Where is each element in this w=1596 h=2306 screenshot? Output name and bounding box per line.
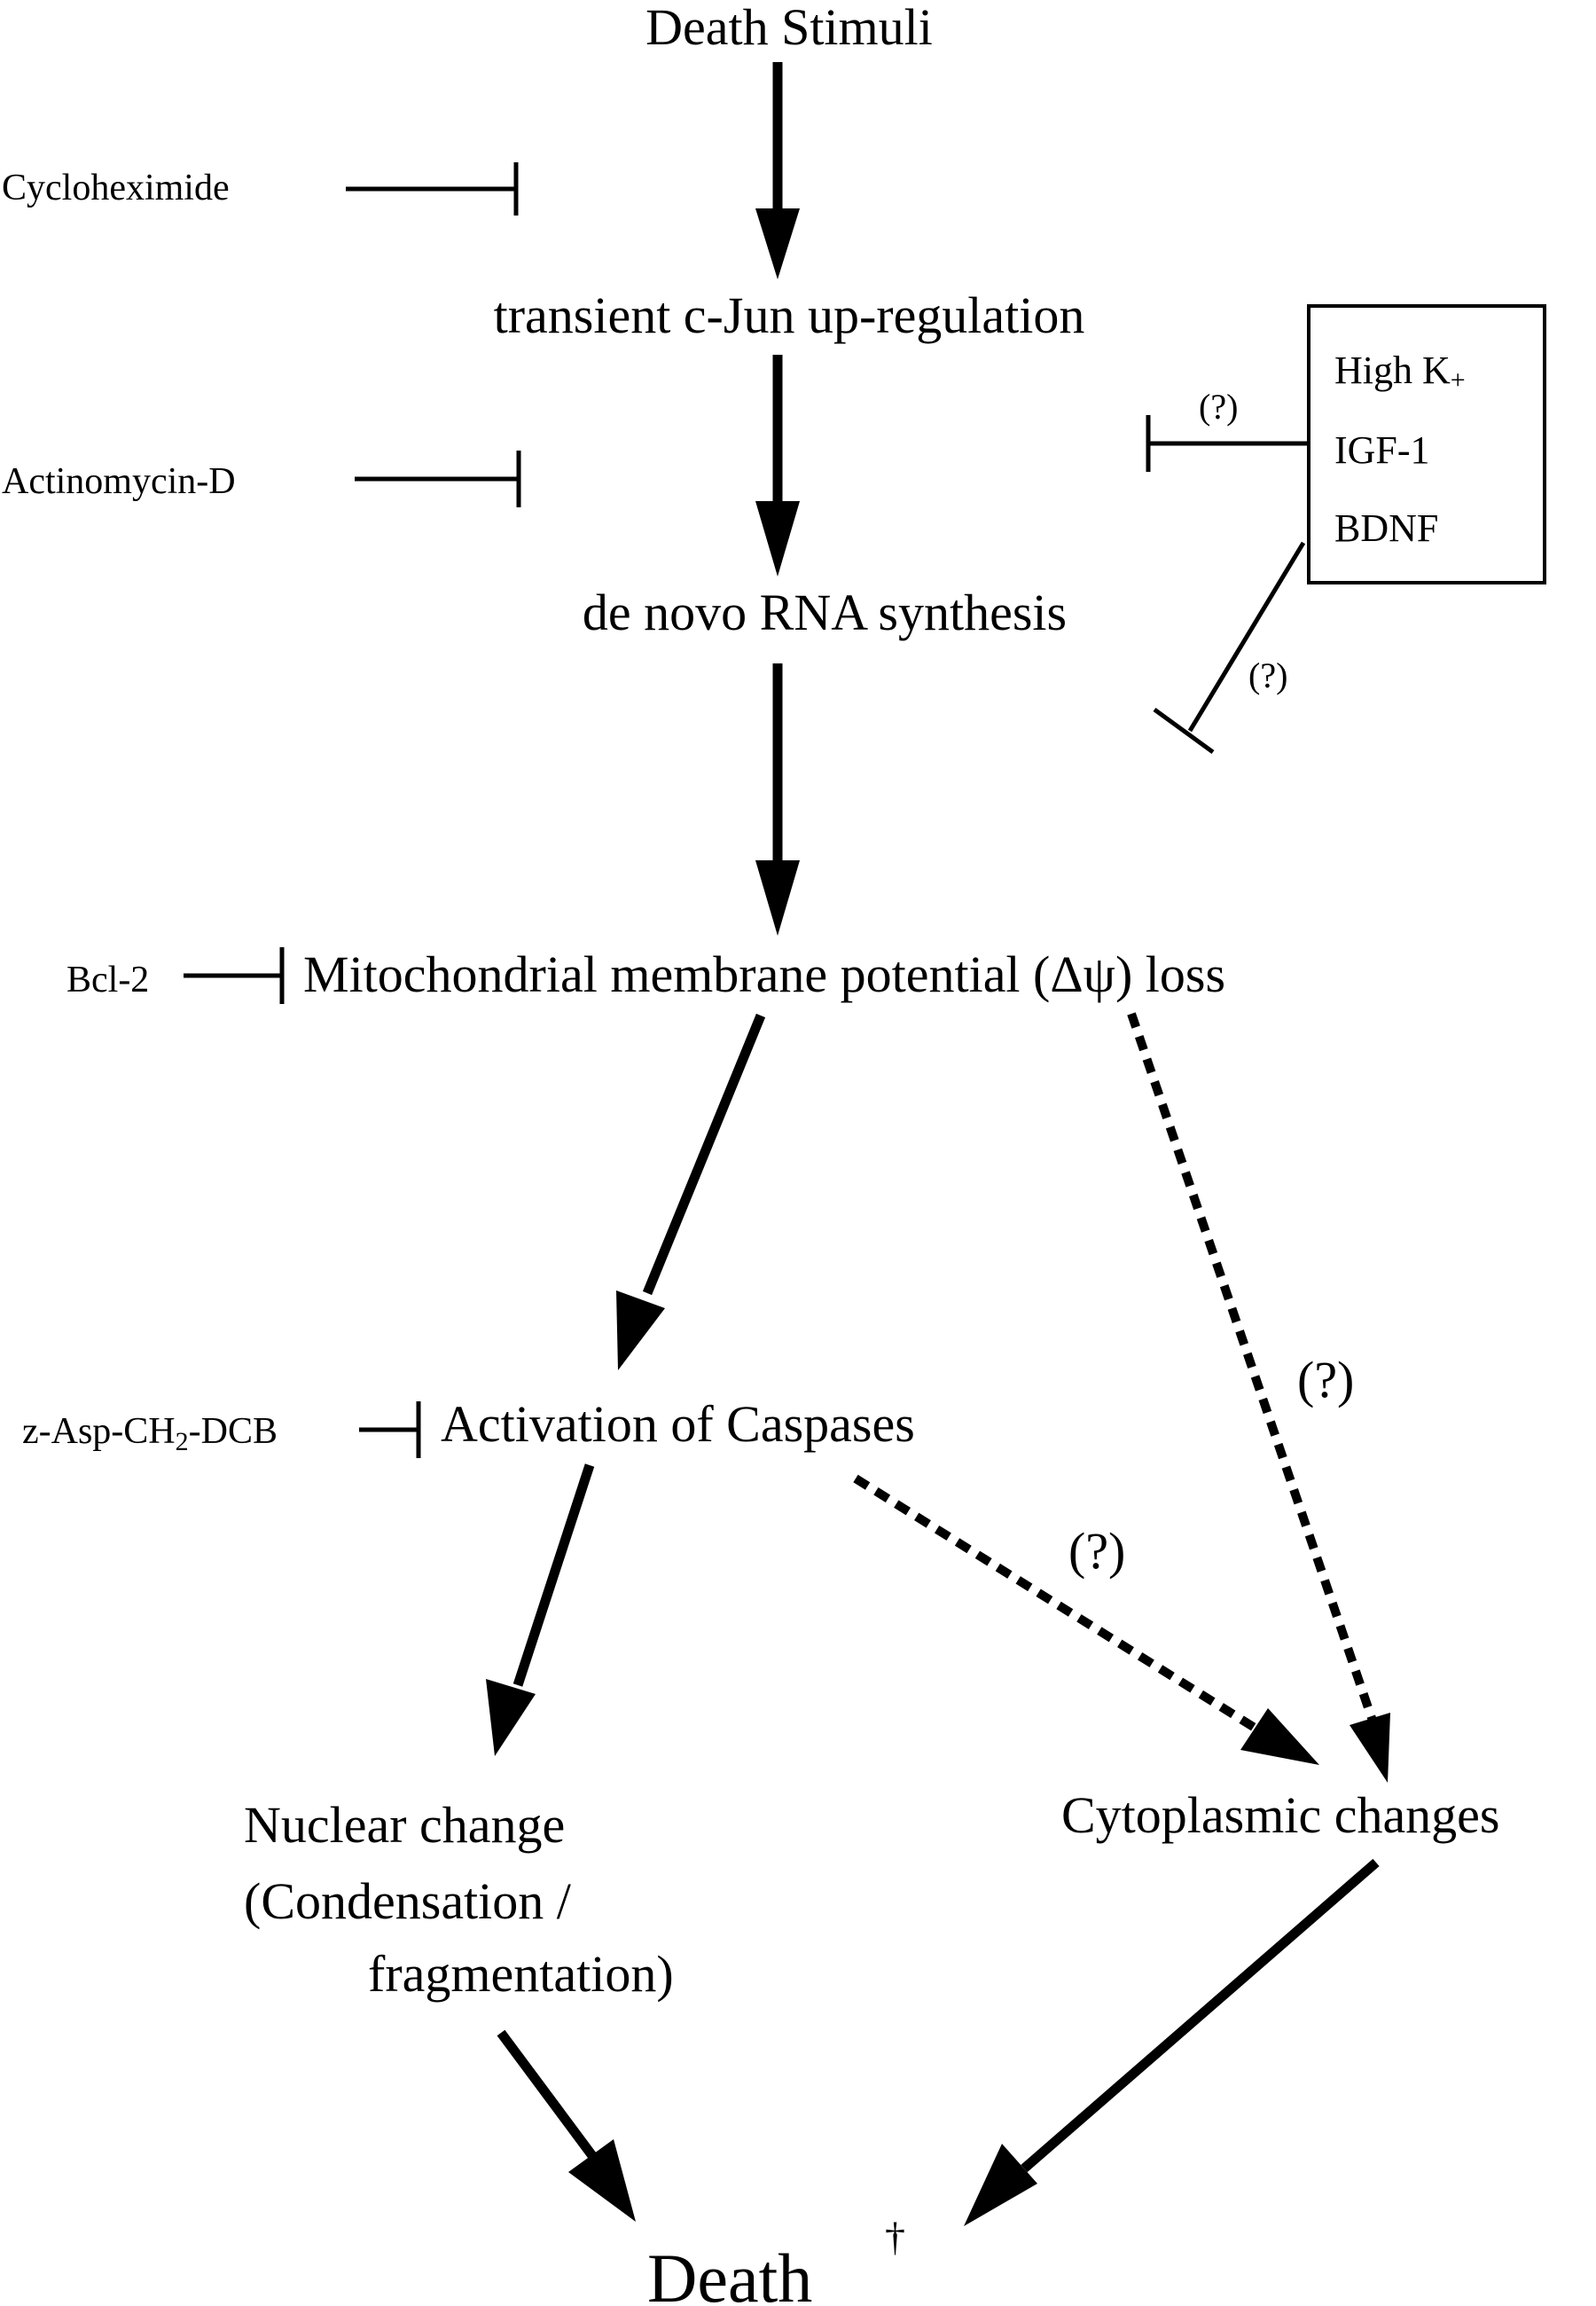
node-cytoplasmic-changes: Cytoplasmic changes — [1061, 1786, 1500, 1844]
inhibitor-bcl2: Bcl-2 — [66, 960, 149, 1000]
node-caspase-activation: Activation of Caspases — [441, 1395, 915, 1453]
node-mitochondrial-loss: Mitochondrial membrane potential (Δψ) lo… — [303, 945, 1225, 1003]
node-nuclear-detail-2: fragmentation) — [368, 1945, 674, 2003]
arrow-cytoplasmic-to-death — [964, 1858, 1380, 2226]
node-cjun-upregulation: transient c-Jun up-regulation — [494, 286, 1085, 344]
uncertain-label-box-upper: (?) — [1199, 387, 1238, 427]
inhibition-bcl2 — [184, 947, 285, 1004]
node-rna-synthesis: de novo RNA synthesis — [583, 584, 1067, 641]
uncertain-label-box-lower: (?) — [1248, 655, 1287, 695]
growth-factor-box — [1307, 304, 1546, 584]
inhibition-z-asp-ch2-dcb — [359, 1401, 421, 1458]
arrow-caspases-to-nuclear — [486, 1463, 595, 1756]
arrow-stimuli-to-cjun — [755, 62, 800, 279]
node-nuclear-detail-1: (Condensation / — [244, 1872, 572, 1930]
dashed-arrow-caspases-to-cytoplasmic — [853, 1474, 1319, 1765]
box-item-high-k: High K+ — [1334, 349, 1466, 395]
death-dagger-symbol: † — [885, 2214, 905, 2259]
dashed-arrow-mito-to-cytoplasmic — [1127, 1012, 1390, 1783]
inhibition-actinomycin-d — [355, 451, 521, 507]
arrow-cjun-to-rna — [755, 355, 800, 576]
inhibitor-z-asp-ch2-dcb: z-Asp-CH2-DCB — [22, 1411, 278, 1456]
arrow-mito-to-caspases — [616, 1013, 766, 1370]
inhibitor-cycloheximide: Cycloheximide — [2, 168, 230, 208]
inhibition-box-upper — [1146, 415, 1309, 472]
node-death: Death — [647, 2239, 812, 2306]
inhibition-cycloheximide — [346, 162, 519, 216]
inhibition-box-lower — [1153, 541, 1306, 755]
node-nuclear-change: Nuclear change — [244, 1796, 565, 1854]
node-death-stimuli: Death Stimuli — [645, 0, 933, 56]
box-item-igf1: IGF-1 — [1334, 428, 1430, 472]
box-item-bdnf: BDNF — [1334, 506, 1438, 550]
inhibitor-actinomycin-d: Actinomycin-D — [2, 461, 236, 502]
arrow-nuclear-to-death — [497, 2029, 636, 2222]
arrow-rna-to-mito — [755, 663, 800, 936]
uncertain-label-mito-to-cyto: (?) — [1297, 1351, 1354, 1408]
uncertain-label-casp-to-cyto: (?) — [1068, 1522, 1125, 1580]
